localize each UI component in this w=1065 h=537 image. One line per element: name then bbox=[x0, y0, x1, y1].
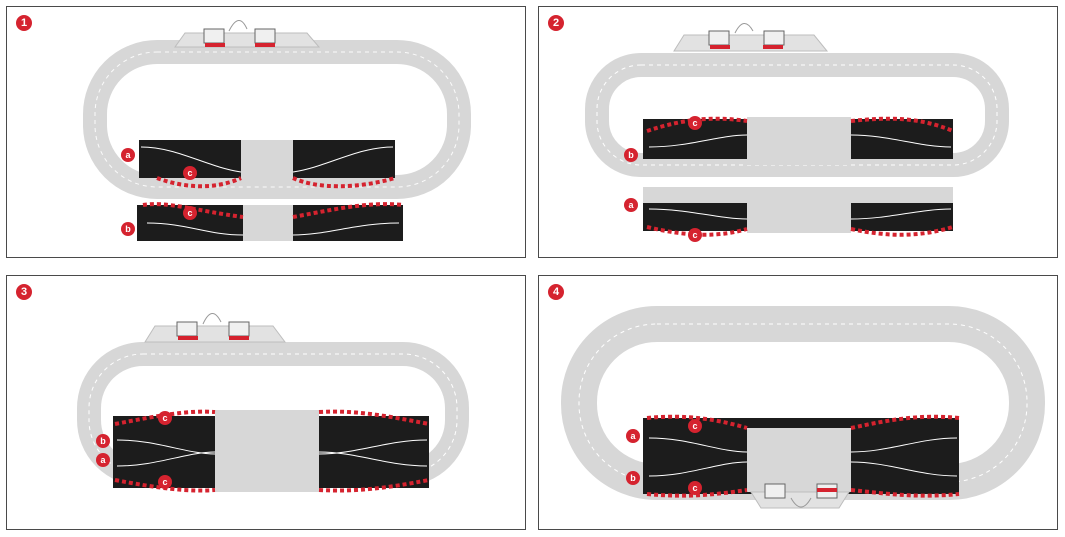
track-diagram-1: a c b c bbox=[83, 20, 471, 241]
svg-text:c: c bbox=[692, 230, 697, 240]
layout-panel-4: 4 c a bbox=[538, 275, 1058, 530]
cable bbox=[228, 20, 248, 32]
pit-stand bbox=[750, 483, 850, 509]
callout-c: c bbox=[183, 206, 197, 220]
control-unit-icon bbox=[203, 28, 225, 44]
track-diagram-2: c b a c bbox=[585, 23, 1009, 242]
track-diagram-3: c b a c bbox=[77, 313, 469, 493]
callout-c: c bbox=[158, 475, 172, 489]
svg-text:b: b bbox=[100, 436, 106, 446]
callout-a: a bbox=[624, 198, 638, 212]
panel-number-badge: 3 bbox=[16, 284, 32, 300]
track-diagram-4: c a b c bbox=[561, 306, 1045, 509]
svg-text:c: c bbox=[162, 413, 167, 423]
callout-a: a bbox=[96, 453, 110, 467]
panel-number-badge: 2 bbox=[548, 15, 564, 31]
callout-b: b bbox=[121, 222, 135, 236]
callout-a: a bbox=[121, 148, 135, 162]
callout-c: c bbox=[183, 166, 197, 180]
oval-lane-marking bbox=[578, 323, 1028, 483]
svg-text:b: b bbox=[125, 224, 131, 234]
control-unit-icon bbox=[708, 30, 730, 46]
callout-b: b bbox=[626, 471, 640, 485]
svg-text:b: b bbox=[630, 473, 636, 483]
callout-b: b bbox=[624, 148, 638, 162]
svg-text:a: a bbox=[628, 200, 634, 210]
callout-c: c bbox=[688, 419, 702, 433]
svg-text:c: c bbox=[187, 168, 192, 178]
svg-text:c: c bbox=[692, 483, 697, 493]
pit-stand bbox=[144, 313, 286, 343]
callout-a: a bbox=[626, 429, 640, 443]
svg-text:a: a bbox=[125, 150, 131, 160]
panel-number-badge: 4 bbox=[548, 284, 564, 300]
svg-text:c: c bbox=[692, 118, 697, 128]
pit-stand bbox=[174, 20, 321, 48]
svg-text:c: c bbox=[692, 421, 697, 431]
svg-text:a: a bbox=[100, 455, 106, 465]
extra-strip bbox=[643, 187, 954, 237]
oval-lane-marking bbox=[94, 51, 460, 188]
svg-text:c: c bbox=[162, 477, 167, 487]
svg-text:a: a bbox=[630, 431, 636, 441]
monitor-icon bbox=[228, 321, 250, 337]
callout-c: c bbox=[688, 481, 702, 495]
layout-panel-2: 2 c bbox=[538, 6, 1058, 258]
pit-stand bbox=[673, 23, 829, 52]
monitor-icon bbox=[254, 28, 276, 44]
callout-c: c bbox=[688, 116, 702, 130]
panel-number-badge: 1 bbox=[16, 15, 32, 31]
lane-change-section bbox=[139, 140, 396, 189]
layout-panel-1: 1 bbox=[6, 6, 526, 258]
svg-text:b: b bbox=[628, 150, 634, 160]
monitor-icon bbox=[764, 483, 786, 499]
svg-text:c: c bbox=[187, 208, 192, 218]
monitor-icon bbox=[763, 30, 785, 46]
extra-strip bbox=[137, 202, 404, 241]
control-unit-icon bbox=[176, 321, 198, 337]
callout-c: c bbox=[158, 411, 172, 425]
callout-c: c bbox=[688, 228, 702, 242]
layout-panel-3: 3 c b bbox=[6, 275, 526, 530]
callout-b: b bbox=[96, 434, 110, 448]
